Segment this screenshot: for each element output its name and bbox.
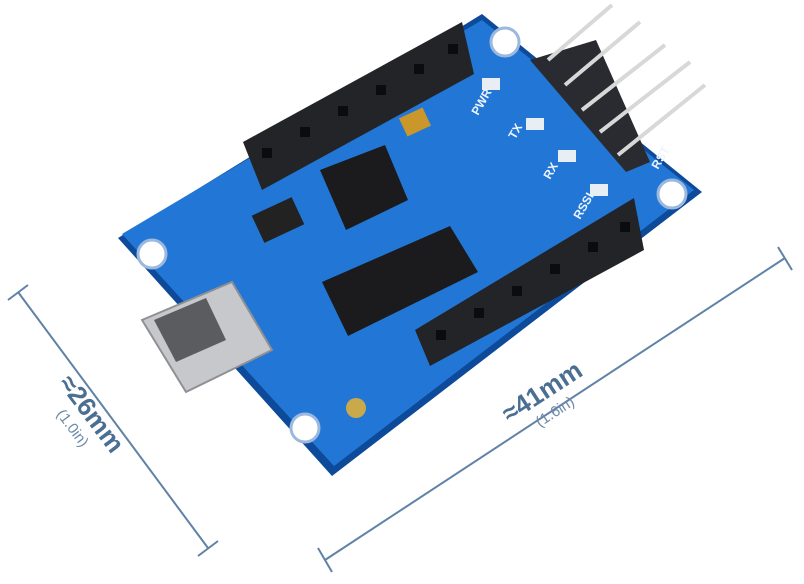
pad (346, 398, 366, 418)
dimension-line-height (7, 284, 219, 557)
pin-header (530, 3, 707, 172)
dimension-line-width (317, 246, 793, 573)
mounting-holes (136, 26, 688, 444)
ic-chip (322, 226, 478, 336)
voltage-regulator (320, 145, 408, 230)
capacitor (398, 107, 432, 137)
fuse (251, 197, 305, 243)
label-tx: TX (505, 121, 525, 141)
female-header-bottom (415, 198, 644, 366)
